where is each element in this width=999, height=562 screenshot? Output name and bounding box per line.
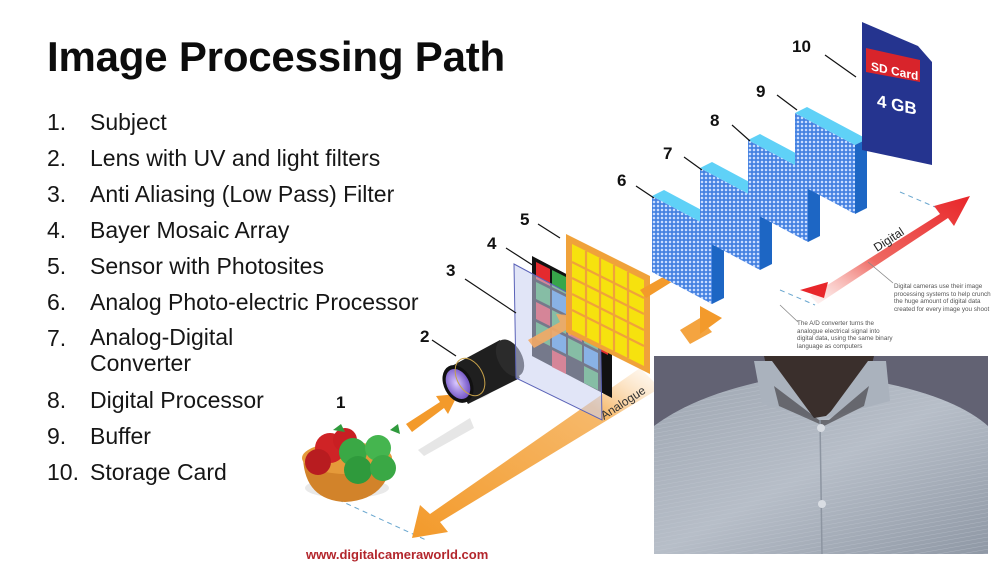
callout-lines: [431, 54, 857, 357]
step-label: Bayer Mosaic Array: [90, 217, 290, 243]
presenter-video: [654, 356, 988, 554]
fruit-bowl-icon: [302, 424, 400, 502]
presenter-shirt-image: [654, 356, 988, 554]
step-label: Analog Photo-electric Processor: [90, 289, 419, 315]
step-number: 10.: [47, 459, 79, 485]
digital-processing-note: Digital cameras use their image processi…: [894, 283, 991, 313]
step-number: 9.: [47, 423, 67, 449]
sd-card-icon: SD Card 4 GB: [862, 22, 932, 165]
step-label: Anti Aliasing (Low Pass) Filter: [90, 181, 395, 207]
step-number: 3.: [47, 181, 67, 207]
callout-5: 5: [520, 210, 529, 229]
callout-3: 3: [446, 261, 455, 280]
slide-title: Image Processing Path: [47, 33, 505, 80]
step-number: 8.: [47, 387, 67, 413]
callout-2: 2: [420, 327, 429, 346]
step-number: 7.: [47, 325, 67, 351]
sensor-photosites-icon: [566, 234, 650, 374]
step-label: Digital Processor: [90, 387, 264, 413]
step-number: 6.: [47, 289, 67, 315]
callout-1: 1: [336, 393, 345, 412]
step-label: Subject: [90, 109, 167, 135]
callout-10: 10: [792, 37, 811, 56]
ad-converter-note: The A/D converter turns the analogue ele…: [797, 320, 893, 350]
step-label: Lens with UV and light filters: [90, 145, 381, 171]
source-watermark: www.digitalcameraworld.com: [306, 547, 489, 562]
light-arrow-icon: [406, 394, 458, 432]
buffer-icon: [795, 107, 867, 214]
step-number: 4.: [47, 217, 67, 243]
callout-7: 7: [663, 144, 672, 163]
step-number: 2.: [47, 145, 67, 171]
callout-8: 8: [710, 111, 719, 130]
shadow-arrow: [418, 418, 474, 456]
step-label: Storage Card: [90, 459, 227, 485]
step-label: Buffer: [90, 423, 151, 449]
callout-6: 6: [617, 171, 626, 190]
callout-4: 4: [487, 234, 497, 253]
callout-9: 9: [756, 82, 765, 101]
step-label: Sensor with Photosites: [90, 253, 324, 279]
step-number: 5.: [47, 253, 67, 279]
step-label: Analog-Digital Converter: [90, 324, 234, 376]
guide-lines: [329, 191, 936, 541]
step-number: 1.: [47, 109, 67, 135]
